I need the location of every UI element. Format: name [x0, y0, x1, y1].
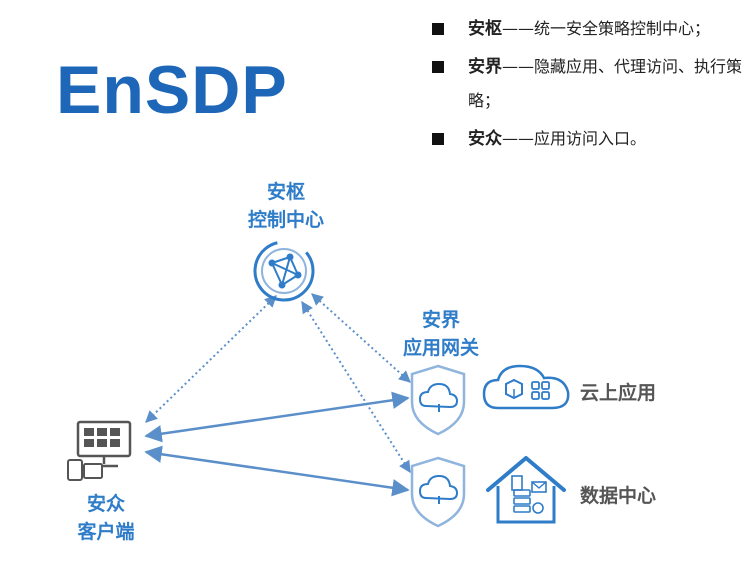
- client-label: 安众 客户端: [46, 490, 166, 546]
- client-label-line2: 客户端: [77, 521, 135, 543]
- client-label-line1: 安众: [86, 493, 125, 515]
- square-bullet-icon: [432, 23, 444, 35]
- bullet-desc: ——应用访问入口。: [502, 129, 647, 148]
- bullet-term: 安枢: [468, 19, 502, 39]
- square-bullet-icon: [432, 133, 444, 145]
- component-bullet-list: 安枢——统一安全策略控制中心； 安界——隐藏应用、代理访问、执行策略； 安众——…: [428, 12, 744, 160]
- ensdp-logo: EnSDP: [56, 52, 288, 128]
- bullet-client: 安众——应用访问入口。: [428, 122, 744, 156]
- square-bullet-icon: [432, 61, 444, 73]
- bullet-controller: 安枢——统一安全策略控制中心；: [428, 12, 744, 46]
- controller-label-line2: 控制中心: [247, 209, 324, 231]
- connection-lines: [144, 293, 411, 497]
- client-gateway1-link: [144, 391, 410, 443]
- controller-label-line1: 安枢: [266, 181, 305, 203]
- bullet-term: 安众: [468, 129, 502, 149]
- client-gateway2-link: [144, 445, 410, 497]
- data-center-icon: [486, 456, 566, 524]
- controller-gateway2-dotted-link: [301, 300, 411, 474]
- client-devices-icon: [67, 420, 132, 481]
- bullet-gateway: 安界——隐藏应用、代理访问、执行策略；: [428, 50, 744, 118]
- gateway-label: 安界 应用网关: [381, 306, 501, 362]
- cloud-app-label: 云上应用: [580, 382, 657, 404]
- bullet-desc: ——隐藏应用、代理访问、执行策略；: [468, 57, 743, 110]
- bullet-desc: ——统一安全策略控制中心；: [502, 19, 711, 38]
- controller-label: 安枢 控制中心: [226, 178, 346, 234]
- controller-client-dotted-link: [145, 295, 277, 423]
- gateway-label-line1: 安界: [421, 309, 460, 331]
- controller-gateway1-dotted-link: [311, 293, 411, 383]
- gateway-shield-icon-1: [410, 364, 466, 436]
- data-center-label: 数据中心: [580, 485, 657, 507]
- gateway-label-line2: 应用网关: [402, 337, 479, 359]
- cloud-apps-icon: [482, 364, 570, 410]
- bullet-term: 安界: [468, 57, 502, 77]
- gateway-shield-icon-2: [410, 456, 466, 528]
- network-hub-icon: [253, 240, 315, 302]
